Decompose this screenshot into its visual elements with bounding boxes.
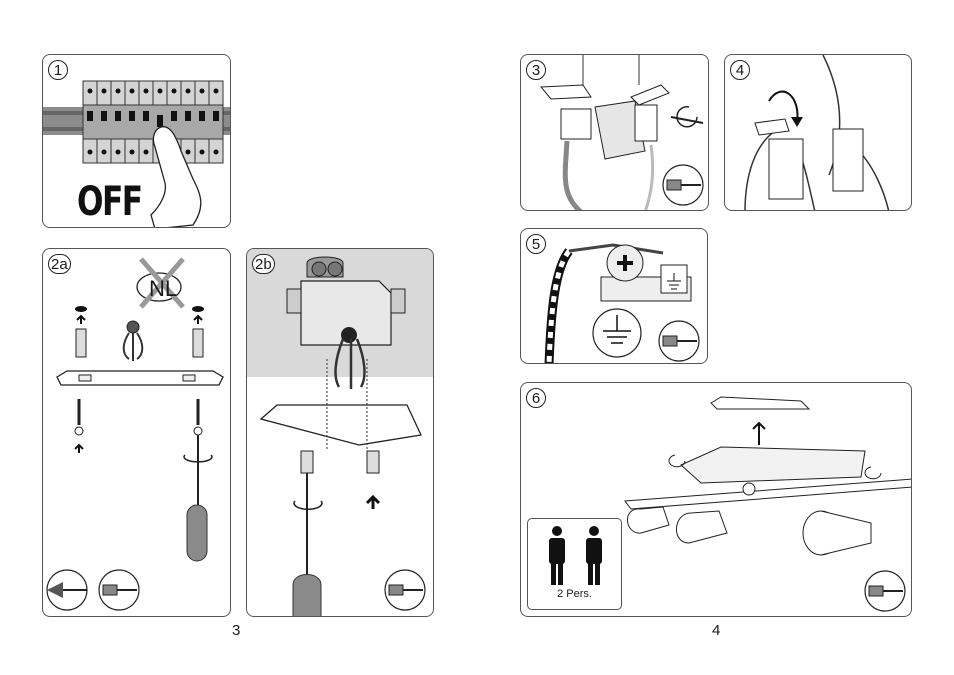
step-number: 1: [48, 60, 68, 80]
step-number: 4: [730, 60, 750, 80]
panel-step-4: 4: [724, 54, 912, 211]
nl-label: NL: [149, 276, 177, 302]
step-number: 3: [526, 60, 546, 80]
cable-hook-illustration: [725, 55, 912, 211]
page-number-left: 3: [232, 622, 240, 639]
junction-box-illustration: [247, 249, 434, 617]
ground-connection-illustration: [521, 229, 708, 364]
step-number: 6: [526, 388, 546, 408]
page-number-right: 4: [712, 622, 720, 639]
off-label: OFF: [77, 179, 141, 225]
two-persons-icon: [528, 519, 623, 589]
terminal-connection-illustration: [521, 55, 709, 211]
step-number: 2b: [252, 254, 275, 274]
panel-step-5: 5: [520, 228, 708, 364]
ceiling-mount-illustration: [43, 249, 231, 617]
step-number: 2a: [48, 254, 71, 274]
step-number: 5: [526, 234, 546, 254]
panel-step-3: 3: [520, 54, 709, 211]
panel-step-1: 1 OFF: [42, 54, 231, 228]
two-persons-box: 2 Pers.: [527, 518, 622, 610]
panel-step-2b: 2b: [246, 248, 434, 617]
panel-step-2a: 2a NL: [42, 248, 231, 617]
persons-label: 2 Pers.: [528, 588, 621, 600]
